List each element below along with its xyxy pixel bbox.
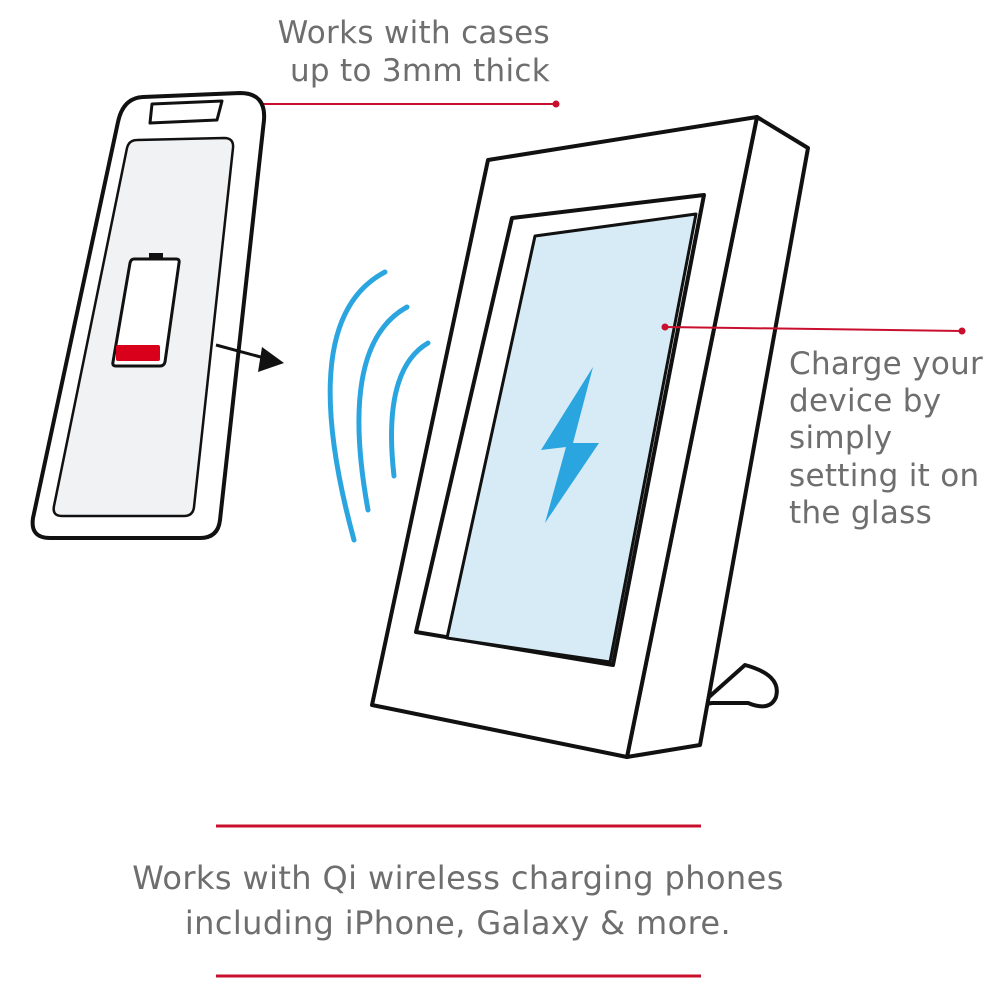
cases-callout-leader <box>255 100 560 108</box>
cases-callout-line-2: up to 3mm thick <box>289 53 550 89</box>
footer-text-line-2: including iPhone, Galaxy & more. <box>184 904 732 942</box>
footer-text-line-1: Works with Qi wireless charging phones <box>132 859 784 897</box>
charge-callout-line-2: device by <box>789 383 942 419</box>
wireless-waves-icon <box>327 269 431 543</box>
charge-callout-leader <box>661 323 966 335</box>
battery-low-icon <box>111 253 181 368</box>
charge-callout-line-1: Charge your <box>789 346 984 382</box>
arrow-icon <box>215 343 284 372</box>
charge-callout-line-3: simply <box>789 420 893 456</box>
lightning-bolt-icon <box>541 367 599 523</box>
charge-callout-line-4: setting it on <box>789 458 980 494</box>
charge-callout-line-5: the glass <box>789 495 933 531</box>
cases-callout-line-1: Works with cases <box>277 15 550 51</box>
charging-frame-icon <box>370 115 810 759</box>
